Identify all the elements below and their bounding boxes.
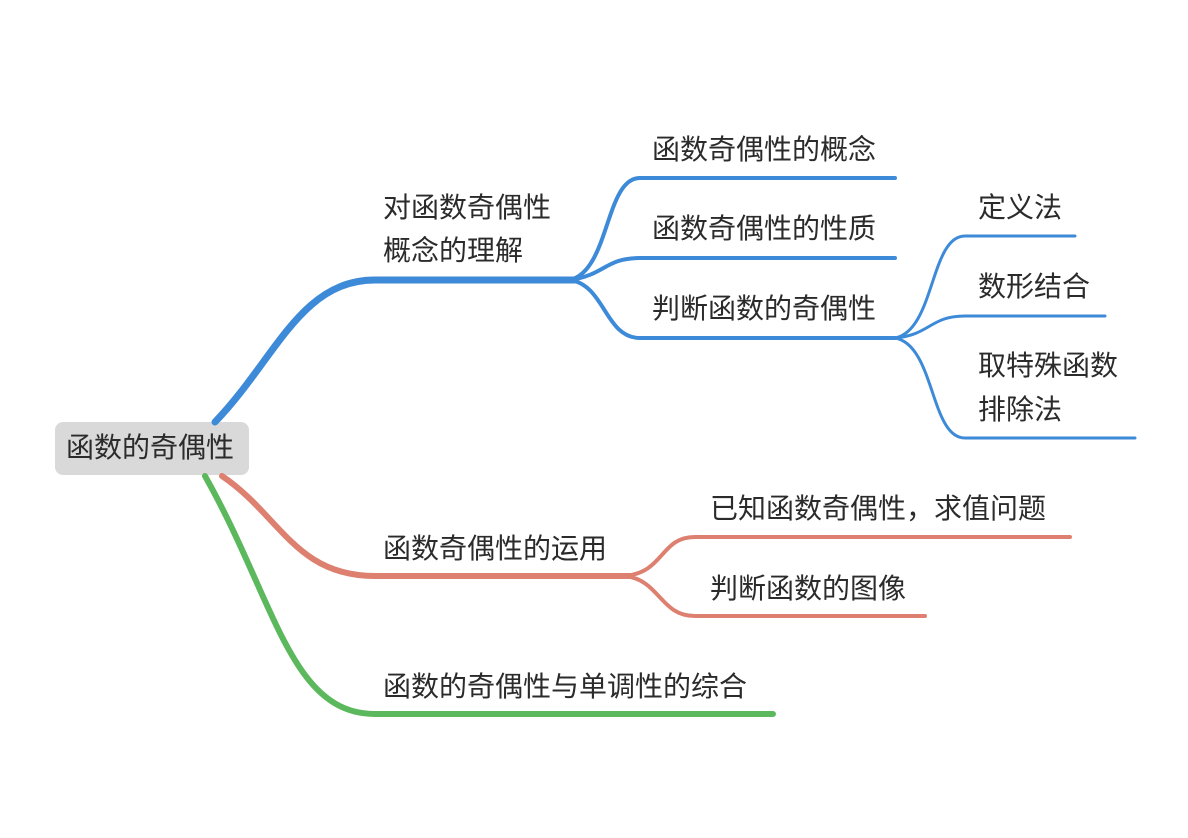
connector-root-to-branch-1 bbox=[211, 276, 579, 426]
connector-child-3-to-grandchild-3 bbox=[893, 336, 1137, 440]
connector-child-3-to-grandchild-2 bbox=[893, 314, 1107, 340]
grandchild-special-function-label-line-2[interactable]: 排除法 bbox=[978, 393, 1063, 426]
grandchild-graph-method-label[interactable]: 数形结合 bbox=[978, 270, 1091, 303]
connector-branch-1-to-child-3 bbox=[568, 278, 897, 340]
connector-branch-2-to-child-1 bbox=[623, 535, 1072, 578]
child-judge-parity-label[interactable]: 判断函数的奇偶性 bbox=[652, 292, 877, 325]
child-find-value-label[interactable]: 已知函数奇偶性，求值问题 bbox=[710, 492, 1047, 525]
connector-branch-1-to-child-1 bbox=[568, 176, 897, 282]
root-node[interactable] bbox=[55, 422, 249, 475]
connector-child-3-to-grandchild-1 bbox=[893, 234, 1077, 340]
connector-branch-1-to-child-2 bbox=[568, 256, 897, 282]
child-judge-graph-label[interactable]: 判断函数的图像 bbox=[710, 572, 907, 605]
child-properties-label[interactable]: 函数奇偶性的性质 bbox=[652, 212, 877, 245]
connector-root-to-branch-2 bbox=[219, 473, 633, 579]
branch-3-label[interactable]: 函数的奇偶性与单调性的综合 bbox=[383, 670, 748, 703]
branch-1-label-line-1[interactable]: 对函数奇偶性 bbox=[383, 191, 552, 224]
child-concept-label[interactable]: 函数奇偶性的概念 bbox=[652, 133, 877, 166]
branch-1-label-line-2[interactable]: 概念的理解 bbox=[383, 234, 524, 267]
root-node-label: 函数的奇偶性 bbox=[66, 431, 235, 464]
connector-root-to-branch-3 bbox=[202, 473, 776, 717]
grandchild-special-function-label-line-1[interactable]: 取特殊函数 bbox=[978, 349, 1119, 382]
connector-branch-2-to-child-2 bbox=[623, 574, 927, 618]
branch-2-label[interactable]: 函数奇偶性的运用 bbox=[383, 532, 608, 565]
grandchild-definition-method-label[interactable]: 定义法 bbox=[978, 191, 1063, 224]
